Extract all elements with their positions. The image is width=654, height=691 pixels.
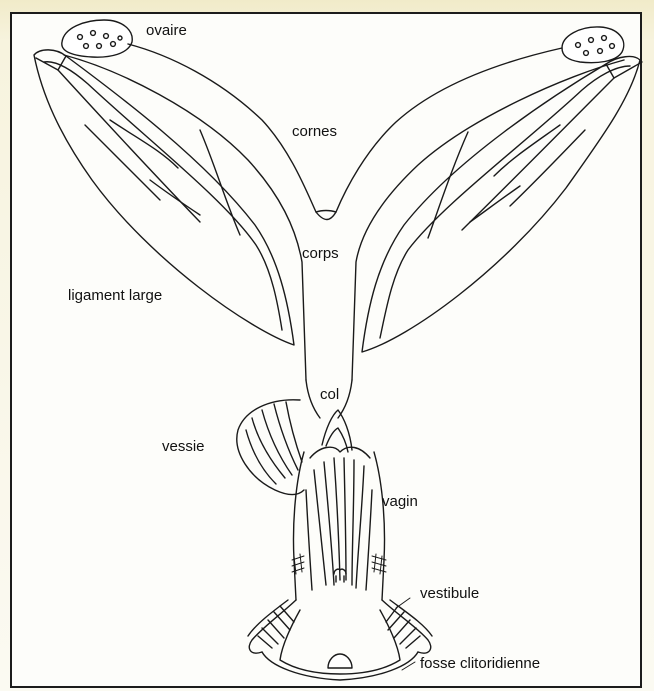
label-cornes: cornes [292,124,337,139]
right-ovary [562,27,624,63]
label-fosse-clitoridienne: fosse clitoridienne [420,656,540,671]
label-vagin: vagin [382,494,418,509]
label-col: col [320,387,339,402]
label-ligament-large: ligament large [68,288,162,303]
clitoral-fossa [328,654,352,668]
left-ovary [62,20,132,57]
label-ovaire: ovaire [146,23,187,38]
label-corps: corps [302,246,339,261]
right-broad-ligament [362,57,642,352]
label-vessie: vessie [162,439,205,454]
uterine-horns-and-body [64,44,624,380]
label-vestibule: vestibule [420,586,479,601]
vagina [293,447,384,600]
bladder [237,400,304,495]
